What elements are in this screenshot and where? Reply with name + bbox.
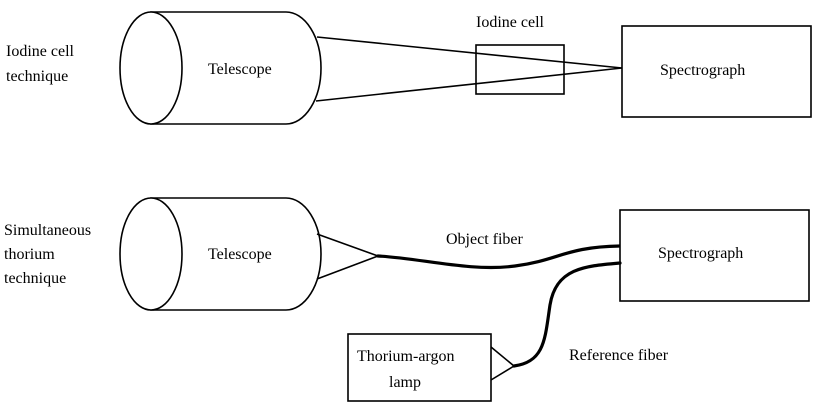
object-cone-upper: [316, 233, 379, 257]
telescope-bottom-body: [150, 197, 322, 311]
thorium-panel: Simultaneous thorium technique Telescope…: [4, 197, 810, 402]
spectrograph-top-label: Spectrograph: [660, 62, 745, 79]
reference-cone-upper: [490, 346, 515, 367]
reference-fiber: [512, 261, 622, 368]
spectrograph-bottom-label: Spectrograph: [658, 245, 743, 262]
beam-lower: [315, 67, 623, 102]
reference-fiber-label: Reference fiber: [569, 347, 669, 364]
object-fiber: [376, 244, 622, 270]
iodine-panel: Iodine cell technique Telescope Iodine c…: [6, 11, 812, 125]
spectrograph-bottom-box: [619, 209, 810, 302]
thorium-argon-lamp-label-line-1: Thorium-argon: [357, 348, 454, 365]
telescope-bottom: Telescope: [119, 197, 322, 311]
telescope-top-aperture: [119, 11, 183, 125]
thorium-argon-lamp-box: [347, 333, 492, 402]
spectrograph-top-box: [621, 25, 812, 118]
beam-upper: [316, 36, 623, 69]
thorium-technique-label-line-3: technique: [4, 270, 66, 287]
object-fiber-label: Object fiber: [446, 231, 524, 248]
iodine-cell-label: Iodine cell: [476, 14, 545, 31]
telescope-top: Telescope: [119, 11, 322, 125]
iodine-cell-box: [475, 44, 565, 95]
object-cone-lower: [316, 255, 379, 280]
iodine-technique-label-line-2: technique: [6, 68, 68, 85]
telescope-top-body: [150, 11, 322, 125]
thorium-argon-lamp-label-line-2: lamp: [389, 374, 421, 391]
thorium-technique-label-line-2: thorium: [4, 246, 55, 263]
thorium-technique-label-line-1: Simultaneous: [4, 222, 91, 239]
telescope-top-label: Telescope: [208, 61, 272, 78]
telescope-bottom-label: Telescope: [208, 246, 272, 263]
telescope-bottom-aperture: [119, 197, 183, 311]
reference-cone-lower: [490, 365, 515, 381]
iodine-technique-label-line-1: Iodine cell: [6, 43, 75, 60]
